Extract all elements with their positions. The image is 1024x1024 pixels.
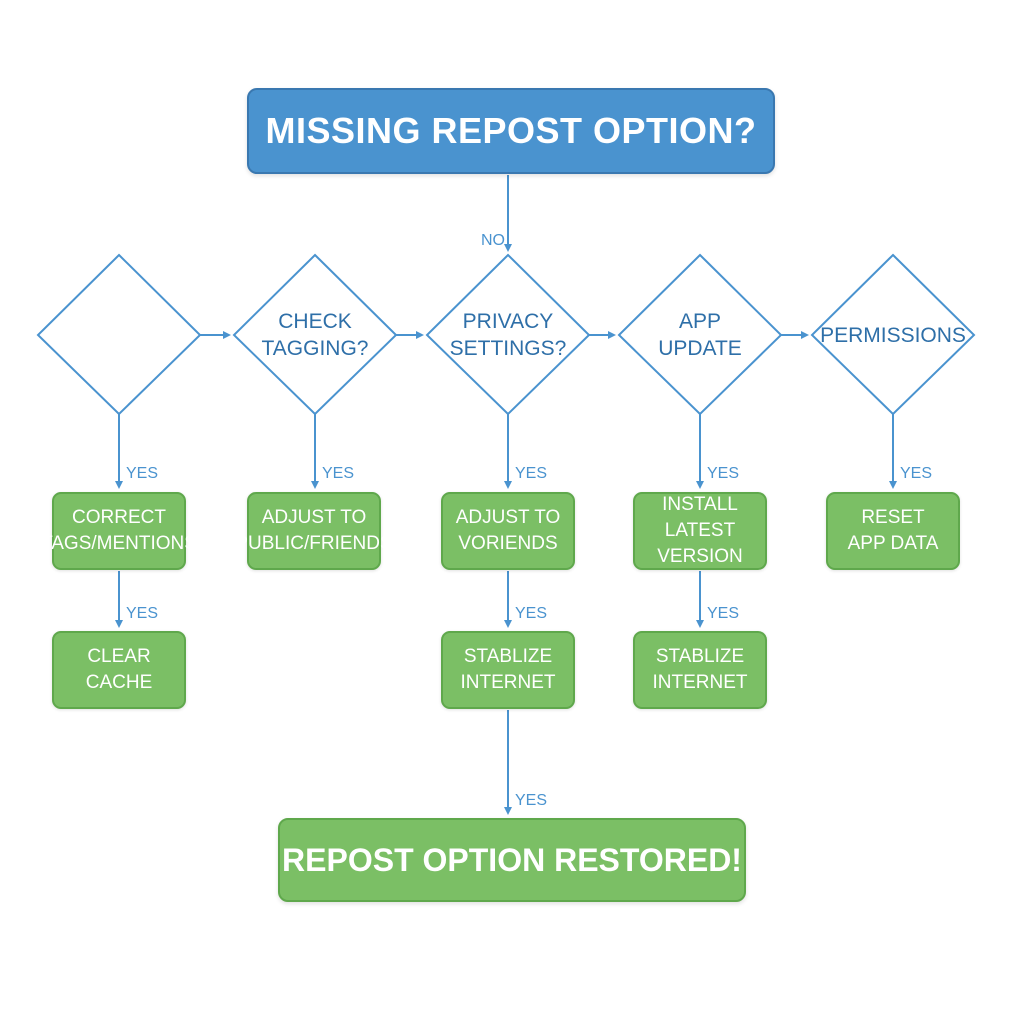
action-reset-app-data: RESET APP DATA xyxy=(826,492,960,570)
edge-label-no: NO xyxy=(481,232,505,249)
action-stablize-internet-1: STABLIZE INTERNET xyxy=(441,631,575,709)
action-stablize-internet-2: STABLIZE INTERNET xyxy=(633,631,767,709)
edge-label-yes-clear: YES xyxy=(126,605,159,622)
final-result-box: REPOST OPTION RESTORED! xyxy=(278,818,746,902)
edge-label-yes-d1: YES xyxy=(126,465,159,482)
edge-label-yes-stablize-2: YES xyxy=(707,605,740,622)
edge-label-yes-d5: YES xyxy=(900,465,933,482)
edge-label-yes-d2: YES xyxy=(322,465,355,482)
decision-label-app-update: APP UPDATE xyxy=(658,310,742,360)
action-adjust-voriends: ADJUST TO VORIENDS xyxy=(441,492,575,570)
edge-label-yes-d4: YES xyxy=(707,465,740,482)
decision-label-1 xyxy=(44,305,194,365)
action-install-latest-version: INSTALL LATEST VERSION xyxy=(633,492,767,570)
action-adjust-public-friends: ADJUST TO PUBLIC/FRIENDS xyxy=(235,492,393,570)
edge-label-yes-stablize-1: YES xyxy=(515,605,548,622)
title-box: MISSING REPOST OPTION? xyxy=(247,88,775,174)
edge-label-yes-d3: YES xyxy=(515,465,548,482)
action-correct-tags: CORRECT TAGS/MENTIONS xyxy=(41,492,197,570)
decision-label-privacy-settings: PRIVACY SETTINGS? xyxy=(449,310,567,360)
action-clear-cache: CLEAR CACHE xyxy=(52,631,186,709)
edge-label-yes-final: YES xyxy=(515,792,548,809)
decision-label-permissions: PERMISSIONS xyxy=(820,323,966,347)
decision-label-check-tagging: CHECK TAGGING? xyxy=(261,310,369,360)
